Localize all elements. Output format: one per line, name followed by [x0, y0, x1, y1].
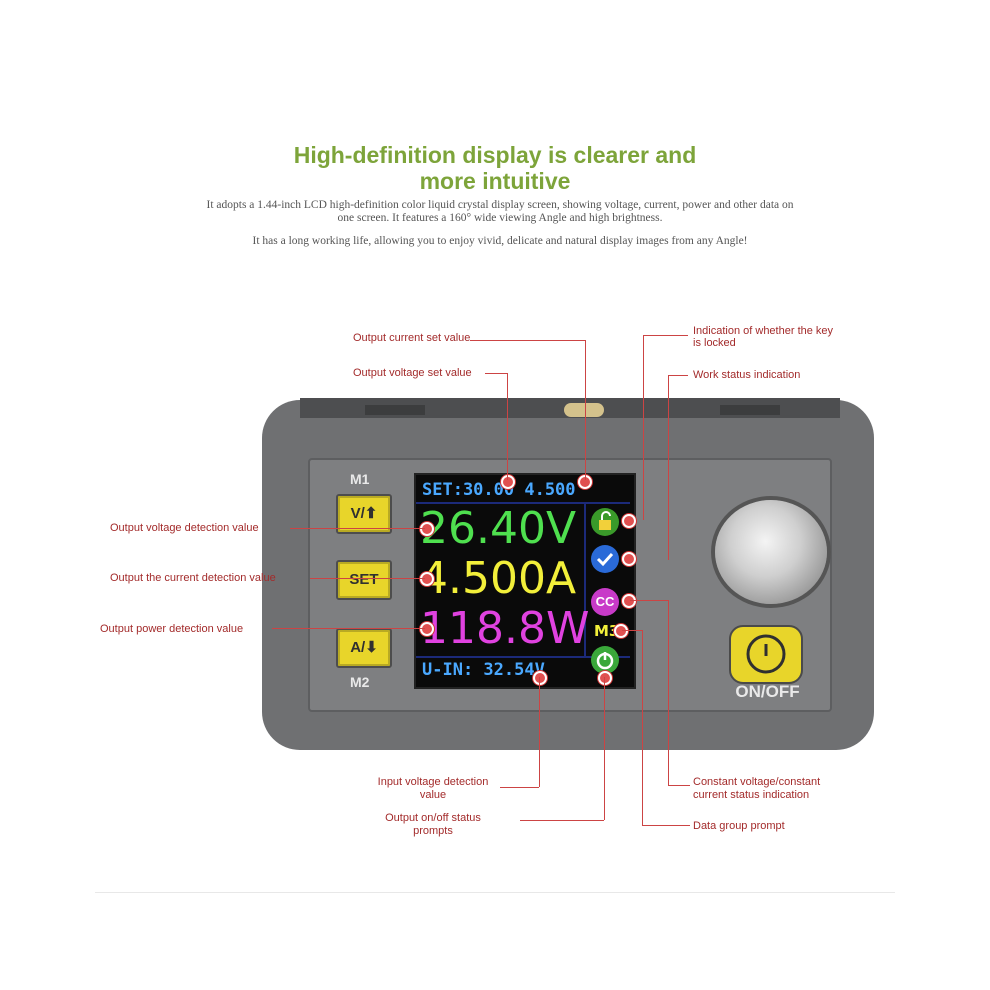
callout-dot-group: [614, 624, 628, 638]
callout-line: [668, 785, 690, 786]
description-line-2: one screen. It features a 160° wide view…: [337, 212, 663, 224]
label-current-detect: Output the current detection value: [110, 572, 276, 584]
lcd-voltage-value: 26.40V: [420, 503, 577, 554]
lcd-set-values: SET:30.00 4.500: [422, 480, 576, 500]
rotary-encoder-knob[interactable]: [715, 500, 827, 604]
set-button[interactable]: SET: [336, 560, 392, 600]
lcd-input-voltage: U-IN: 32.54V: [422, 660, 545, 680]
lcd-power-value: 118.8W: [420, 603, 590, 654]
cc-status-icon: CC: [591, 588, 619, 616]
callout-dot-power: [420, 622, 434, 636]
callout-line: [585, 340, 586, 480]
voltage-up-button[interactable]: V/⬆: [336, 494, 392, 534]
callout-line: [310, 578, 425, 579]
bottom-divider: [95, 892, 895, 893]
callout-line: [500, 787, 539, 788]
data-group-label: M3: [594, 622, 620, 640]
label-work-status: Work status indication: [693, 369, 801, 381]
top-connector: [564, 403, 604, 417]
lcd-separator-vertical: [584, 504, 586, 656]
lock-icon: [591, 508, 619, 536]
callout-line: [604, 677, 605, 820]
callout-line: [507, 373, 508, 480]
callout-line: [539, 677, 540, 787]
callout-dot-current: [420, 572, 434, 586]
on-off-button[interactable]: [729, 625, 803, 684]
callout-dot-voltage-set: [501, 475, 515, 489]
power-status-icon: [591, 646, 619, 674]
label-data-group: Data group prompt: [693, 820, 785, 832]
callout-line: [485, 373, 507, 374]
label-output-current-set: Output current set value: [353, 332, 471, 344]
lcd-current-value: 4.500A: [420, 553, 577, 604]
mount-tab-left: [365, 405, 425, 415]
description-line-1: It adopts a 1.44-inch LCD high-definitio…: [206, 199, 794, 211]
callout-line: [642, 825, 690, 826]
headline-line-1: High-definition display is clearer and: [293, 142, 697, 168]
label-key-locked-1: Indication of whether the key: [693, 325, 834, 337]
lcd-separator-top: [416, 502, 630, 504]
callout-line: [470, 340, 585, 341]
label-input-voltage-2: value: [419, 789, 447, 801]
label-cv-cc-1: Constant voltage/constant: [693, 776, 821, 788]
label-onoff-status-1: Output on/off status: [385, 812, 481, 824]
callout-dot-cc: [622, 594, 636, 608]
label-input-voltage-1: Input voltage detection: [377, 776, 489, 788]
m1-label: M1: [350, 471, 370, 487]
label-cv-cc-2: current status indication: [693, 789, 810, 801]
callout-line: [642, 630, 643, 825]
callout-line: [622, 630, 642, 631]
callout-line: [668, 600, 669, 785]
callout-line: [520, 820, 604, 821]
callout-dot-input: [533, 671, 547, 685]
lcd-separator-bottom: [416, 656, 630, 658]
callout-line: [290, 528, 425, 529]
work-status-check-icon: [591, 545, 619, 573]
callout-dot-onoff: [598, 671, 612, 685]
callout-line: [643, 335, 688, 336]
description-line-3: It has a long working life, allowing you…: [252, 235, 748, 247]
callout-dot-lock: [622, 514, 636, 528]
callout-line: [630, 600, 668, 601]
callout-dot-voltage: [420, 522, 434, 536]
label-voltage-detect: Output voltage detection value: [110, 522, 259, 534]
mount-tab-right: [720, 405, 780, 415]
callout-dot-work-status: [622, 552, 636, 566]
label-power-detect: Output power detection value: [100, 623, 244, 635]
label-output-voltage-set: Output voltage set value: [353, 367, 472, 379]
m2-label: M2: [350, 674, 370, 690]
current-down-button[interactable]: A/⬇: [336, 628, 392, 668]
callout-line: [643, 335, 644, 520]
power-icon: [746, 634, 786, 674]
label-key-locked-2: is locked: [693, 337, 736, 349]
callout-line: [272, 628, 425, 629]
on-off-label: ON/OFF: [735, 682, 800, 701]
headline-line-2: more intuitive: [419, 168, 571, 194]
label-onoff-status-2: prompts: [413, 825, 453, 837]
callout-line: [668, 375, 688, 376]
callout-line: [668, 375, 669, 560]
